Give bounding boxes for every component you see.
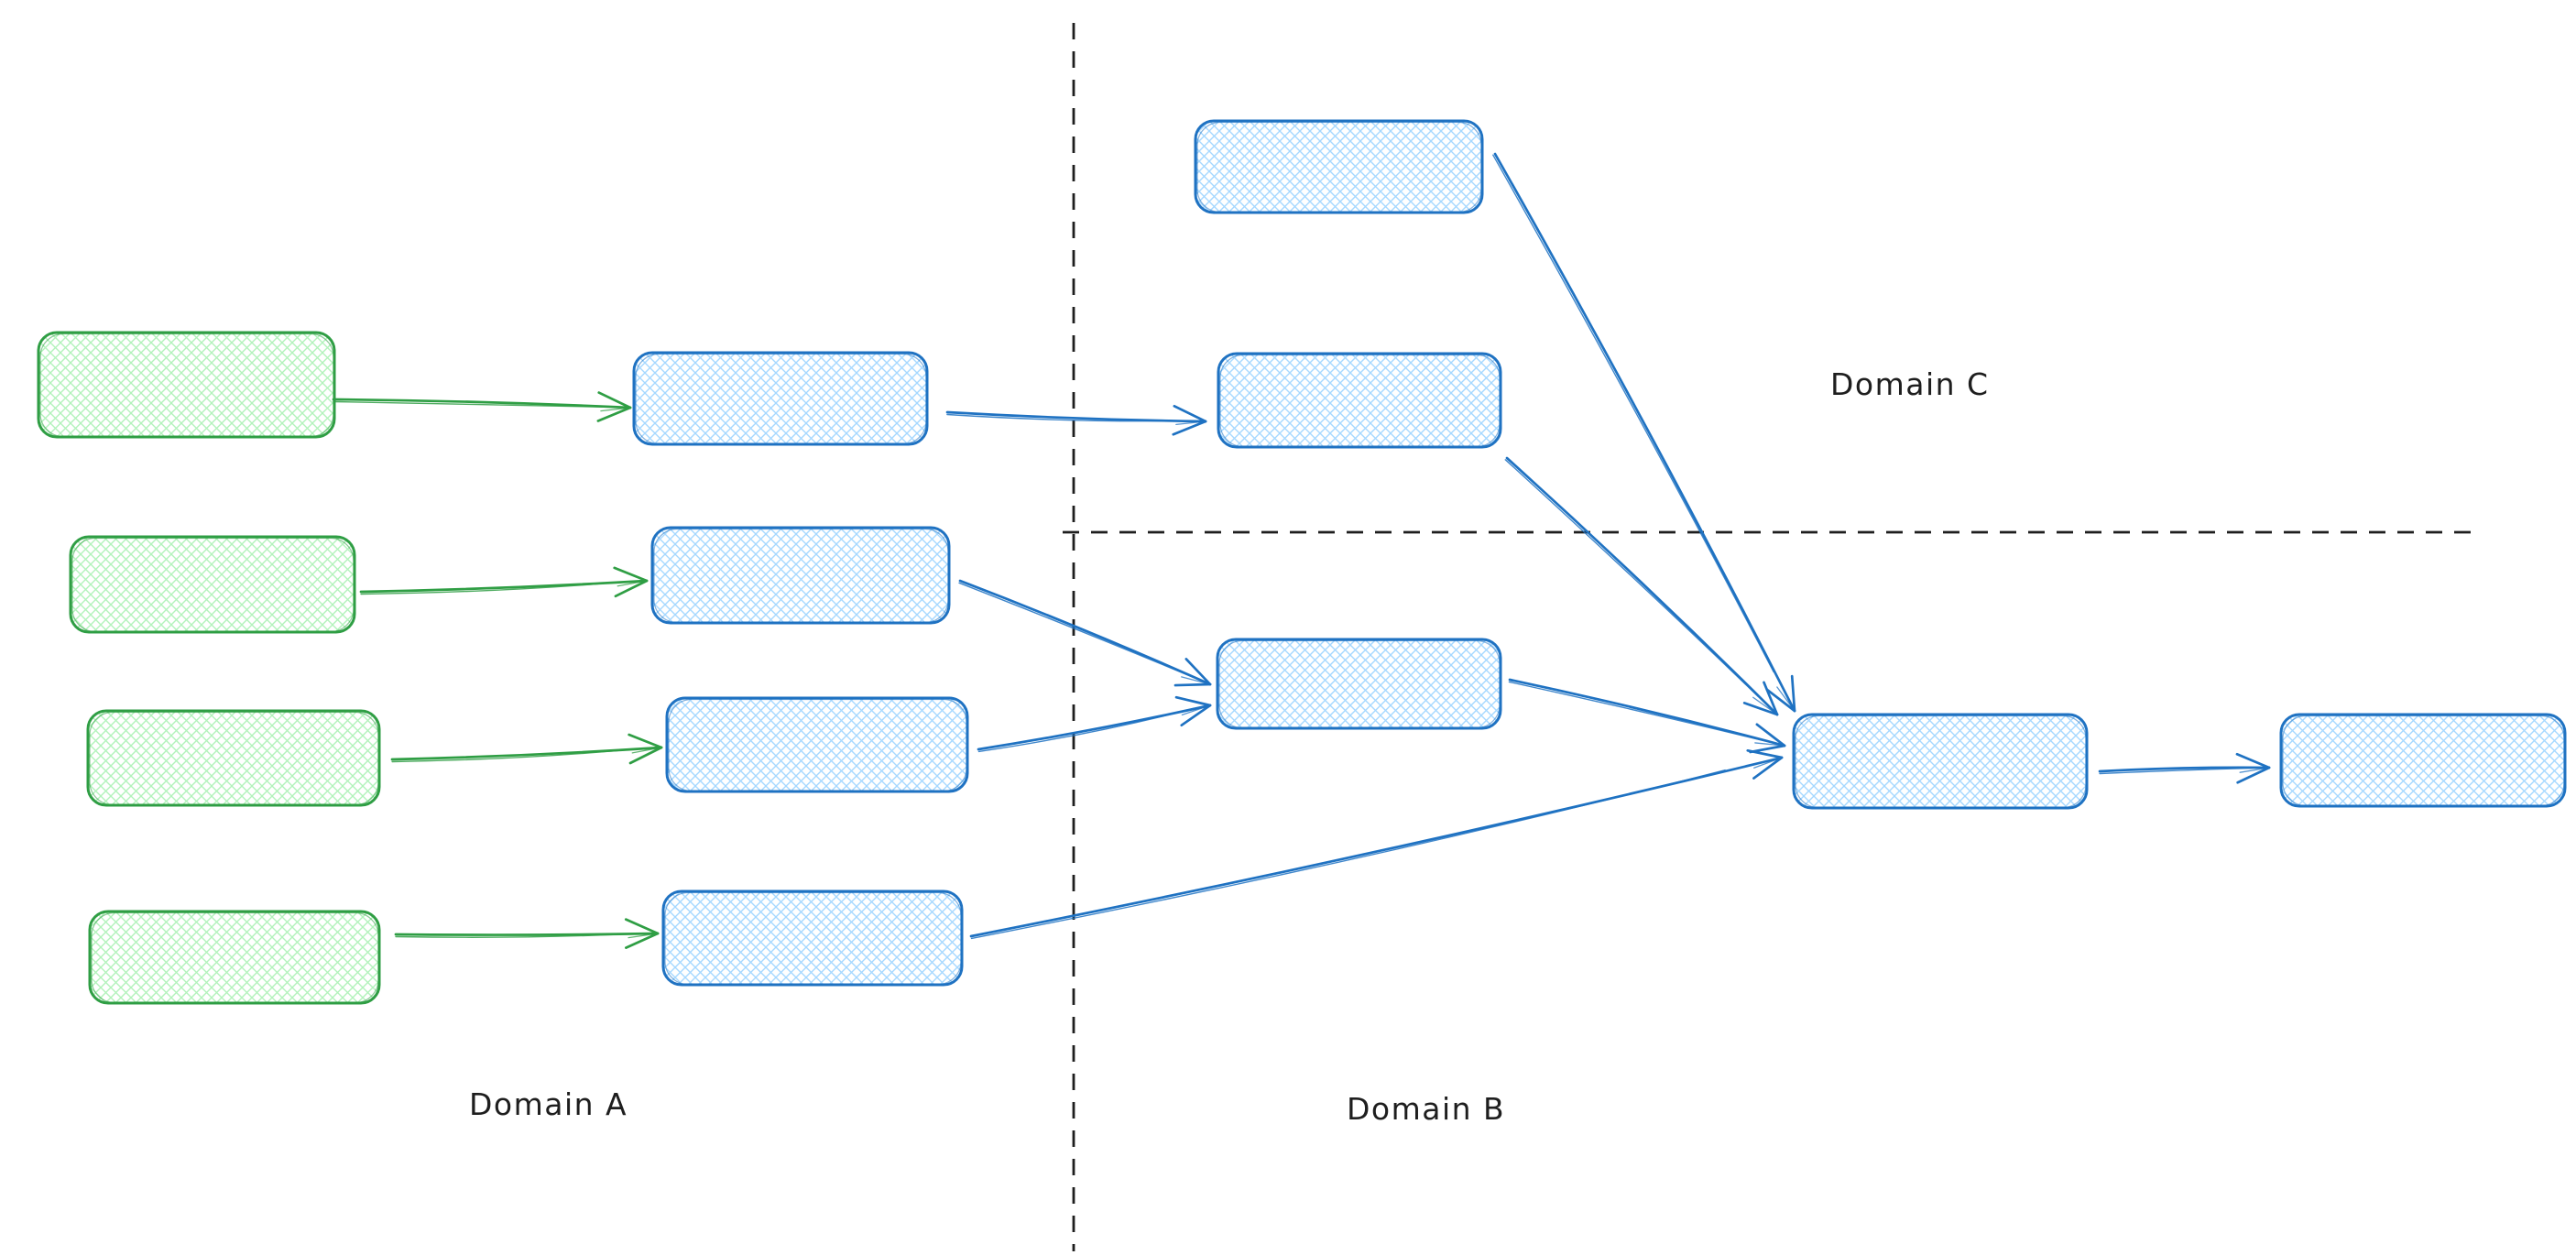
- node-green-3: [86, 709, 381, 807]
- node-b-hub: [1792, 713, 2089, 810]
- diagram-nodes: [37, 119, 2567, 1005]
- node-green-4: [88, 910, 381, 1005]
- node-b-left: [1216, 638, 1502, 730]
- edge-mid4-to-hub: [969, 748, 1784, 940]
- edge-green3-to-mid3: [390, 733, 663, 765]
- edge-green1-to-mid1: [332, 391, 632, 422]
- node-b-out: [2279, 713, 2567, 808]
- domain-dividers: [1063, 23, 2473, 1251]
- node-mid-4: [661, 889, 964, 987]
- edge-mid2-to-bleft: [958, 579, 1212, 687]
- edge-cmid-to-hub: [1504, 456, 1779, 716]
- edge-green2-to-mid2: [359, 566, 649, 598]
- label-domain-b: Domain B: [1347, 1091, 1505, 1127]
- label-domain-c: Domain C: [1830, 366, 1990, 402]
- domain-labels: Domain A Domain B Domain C: [469, 366, 1990, 1127]
- edge-hub-to-out: [2098, 752, 2271, 784]
- edge-mid1-to-cmid: [945, 404, 1207, 436]
- edge-bleft-to-hub: [1508, 678, 1786, 754]
- node-green-2: [69, 535, 356, 634]
- node-green-1: [37, 331, 336, 439]
- edge-ctop-to-hub: [1492, 152, 1796, 713]
- node-mid-3: [665, 696, 969, 793]
- node-c-mid: [1217, 352, 1502, 449]
- edge-mid3-to-bleft: [977, 695, 1212, 753]
- node-c-top: [1194, 119, 1484, 214]
- edge-green4-to-mid4: [394, 918, 660, 949]
- diagram-edges: [332, 152, 2271, 949]
- node-mid-1: [632, 351, 929, 446]
- label-domain-a: Domain A: [469, 1086, 628, 1122]
- node-mid-2: [650, 526, 951, 625]
